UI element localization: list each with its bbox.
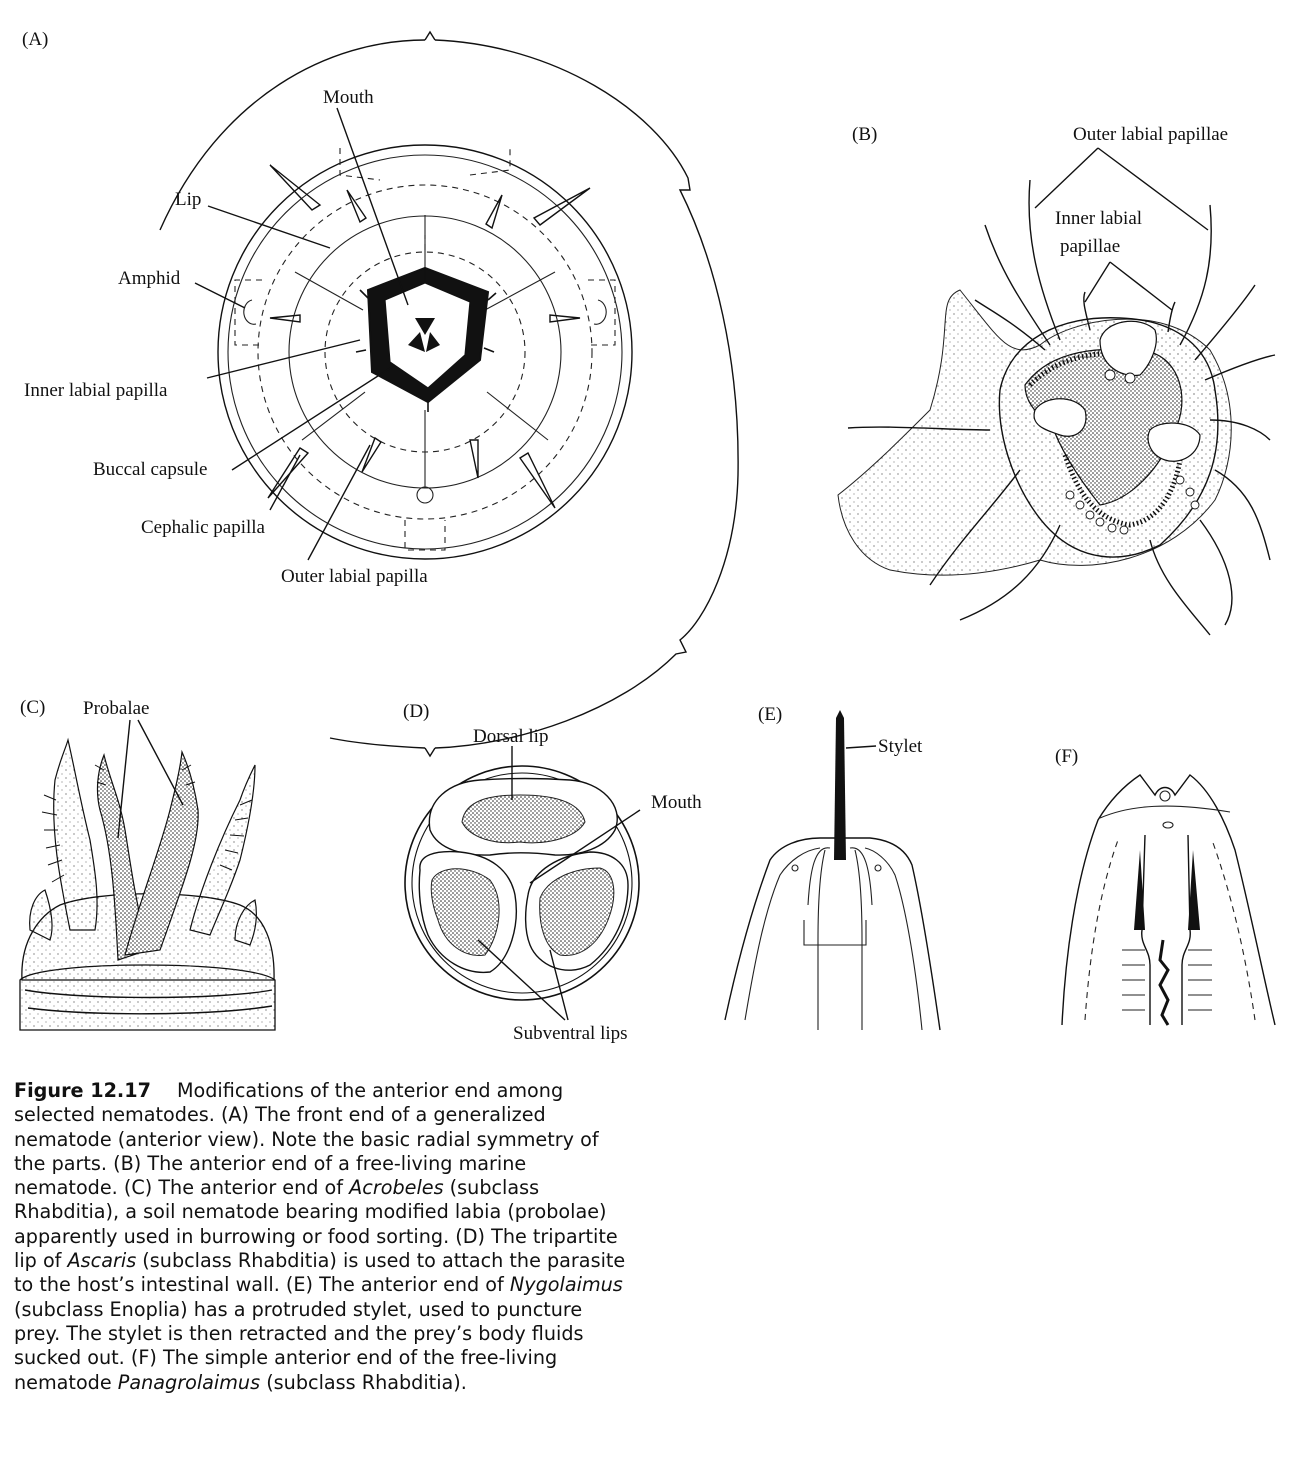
panel-c-leaders <box>117 719 184 839</box>
inner-dashed-right <box>1211 839 1256 1021</box>
dorsal-lip-pulp <box>461 794 586 844</box>
teeth-row-lower <box>1062 454 1183 528</box>
mouth-triradiate <box>408 318 440 352</box>
panel-c: (C) Probalae <box>19 697 276 1031</box>
annulus-line-1 <box>24 989 273 999</box>
panel-c-letter: (C) <box>20 697 45 718</box>
stylet-leader <box>845 745 877 749</box>
panel-f-letter: (F) <box>1055 746 1078 767</box>
cheilo-left <box>1134 850 1145 930</box>
label-cephalic-papilla: Cephalic papilla <box>141 517 266 538</box>
stoma-f <box>1141 834 1191 1025</box>
mouth-opening <box>384 282 471 389</box>
head-outline-e <box>724 837 941 1031</box>
cheilo-right <box>1188 850 1200 930</box>
label-mouth: Mouth <box>323 87 374 108</box>
caption-segment: (subclass Rhabditia). <box>260 1370 467 1394</box>
outer-labial-papillae <box>269 189 581 479</box>
caption-taxon-name: Panagrolaimus <box>117 1370 261 1394</box>
caption-segment: (subclass Rhabditia) is used to attach t… <box>14 1249 626 1297</box>
head-ring-dashed <box>257 184 593 520</box>
caption-segment: (subclass Enoplia) has a protruded style… <box>14 1297 584 1394</box>
caption-taxon-name: Ascaris <box>67 1249 137 1273</box>
label-outer-labial-papilla: Outer labial papilla <box>281 566 428 587</box>
subventral-lip-right-pulp <box>539 867 615 956</box>
caption-text: Modifications of the anterior end among … <box>14 1079 625 1394</box>
panel-d: (D) Dorsal lip Mouth Subventral lips <box>403 701 702 1044</box>
figure-illustration: (A) <box>19 29 1276 1044</box>
label-buccal-capsule: Buccal capsule <box>93 459 207 480</box>
left-lip-b <box>1033 398 1087 437</box>
panel-b-letter: (B) <box>852 124 877 145</box>
outline-notch-bottom <box>424 747 436 758</box>
caption-taxon-name: Nygolaimus <box>509 1273 623 1297</box>
caption-segment: Modifications of the anterior end among … <box>14 1079 599 1200</box>
label-mouth-d: Mouth <box>651 792 702 813</box>
lumen-f <box>1158 939 1170 1026</box>
caption-segment: (subclass Rhabditia), a soil nematode be… <box>14 1176 618 1273</box>
stylet <box>834 710 846 860</box>
amphid-e-right <box>874 864 882 872</box>
right-lip-b <box>1147 422 1201 462</box>
stylet-guide <box>803 847 873 1030</box>
label-papillae: papillae <box>1060 236 1120 257</box>
head-outline-f <box>1061 774 1276 1026</box>
probolae <box>29 737 257 961</box>
label-subventral-lips: Subventral lips <box>513 1023 628 1044</box>
inner-labial-papillae <box>355 268 497 412</box>
head-ring-outer <box>217 144 633 560</box>
probolae-spines <box>41 764 253 883</box>
label-amphid: Amphid <box>118 268 181 289</box>
panel-a: (A) <box>22 29 739 758</box>
label-outer-labial-papillae: Outer labial papillae <box>1073 124 1228 145</box>
panel-a-leaders <box>194 107 409 561</box>
lip-inner-ring <box>411 772 633 994</box>
figure-number: Figure 12.17 <box>14 1079 151 1102</box>
amphid-f <box>1159 790 1171 802</box>
body-outline <box>159 39 739 749</box>
label-dorsal-lip: Dorsal lip <box>473 726 548 747</box>
label-inner-labial: Inner labial <box>1055 208 1142 229</box>
amphid-pockets <box>234 145 616 551</box>
papilla-bulbs <box>1065 369 1200 535</box>
caption-taxon-name: Acrobeles <box>349 1176 444 1200</box>
panel-f: (F) <box>1055 746 1276 1026</box>
panel-d-letter: (D) <box>403 701 429 722</box>
head-inner-left <box>744 847 821 1021</box>
label-lip: Lip <box>175 189 201 210</box>
panel-b-leaders <box>1034 147 1209 311</box>
head-inner-right <box>864 847 923 1031</box>
annulus-line-2 <box>27 1005 273 1015</box>
setae <box>847 179 1276 636</box>
outline-notch-top <box>424 30 436 41</box>
cephalic-papillae <box>267 164 591 509</box>
panel-a-letter: (A) <box>22 29 48 50</box>
panel-e-letter: (E) <box>758 704 782 725</box>
panel-b: (B) <box>837 124 1276 636</box>
label-stylet: Stylet <box>878 736 923 757</box>
panel-e: (E) Stylet <box>724 704 941 1031</box>
subventral-lip-left-pulp <box>430 868 500 956</box>
label-probalae: Probalae <box>83 698 149 719</box>
dorsal-lip-b <box>1099 320 1157 377</box>
panel-d-leaders <box>477 746 641 1021</box>
label-inner-labial-papilla: Inner labial papilla <box>24 380 168 401</box>
pore-f <box>1162 821 1174 829</box>
cuticle-line-f <box>1099 805 1231 819</box>
inner-dashed-left <box>1084 839 1119 1021</box>
amphid-e-left <box>791 864 799 872</box>
head-ring-2 <box>227 154 623 550</box>
lip-divisions <box>294 215 556 488</box>
esophagus-striations <box>1122 949 1212 1011</box>
